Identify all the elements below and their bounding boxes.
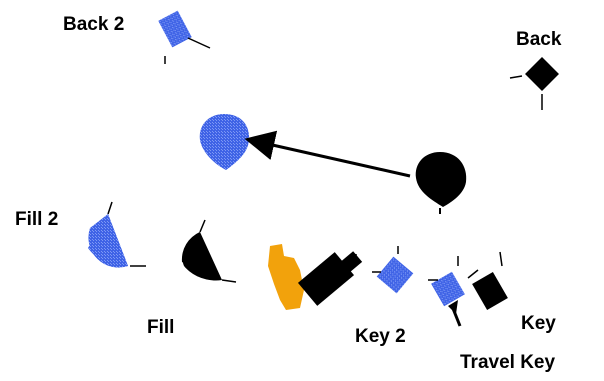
- light-fill-2[interactable]: [88, 201, 146, 268]
- label-back: Back: [516, 29, 562, 50]
- camera-icon: [268, 244, 304, 310]
- label-key: Key: [521, 313, 556, 334]
- spotlight-icon: [372, 246, 414, 294]
- light-travel-destination[interactable]: [199, 114, 250, 170]
- light-back-2[interactable]: [158, 10, 211, 64]
- spotlight-icon: [509, 57, 559, 110]
- arrow-icon: [244, 130, 411, 178]
- label-travel-key: Travel Key: [460, 352, 556, 373]
- light-back[interactable]: [509, 57, 559, 110]
- light-travel-origin[interactable]: [415, 152, 467, 214]
- teardrop-light-icon: [415, 152, 467, 207]
- light-key[interactable]: [467, 251, 508, 310]
- camera[interactable]: [268, 244, 304, 310]
- spotlight-icon: [467, 251, 508, 310]
- light-travel-key[interactable]: [428, 256, 465, 327]
- spotlight-icon: [158, 10, 211, 64]
- label-back-2: Back 2: [63, 14, 125, 35]
- light-fill[interactable]: [181, 219, 237, 283]
- label-key-2: Key 2: [355, 326, 406, 347]
- label-fill: Fill: [147, 317, 175, 338]
- light-key-2-main[interactable]: [297, 251, 363, 306]
- label-fill-2: Fill 2: [15, 209, 59, 230]
- teardrop-light-icon: [199, 114, 250, 170]
- spotlight-icon: [297, 251, 363, 306]
- light-key-2[interactable]: [372, 246, 414, 294]
- spotlight-icon: [428, 256, 465, 327]
